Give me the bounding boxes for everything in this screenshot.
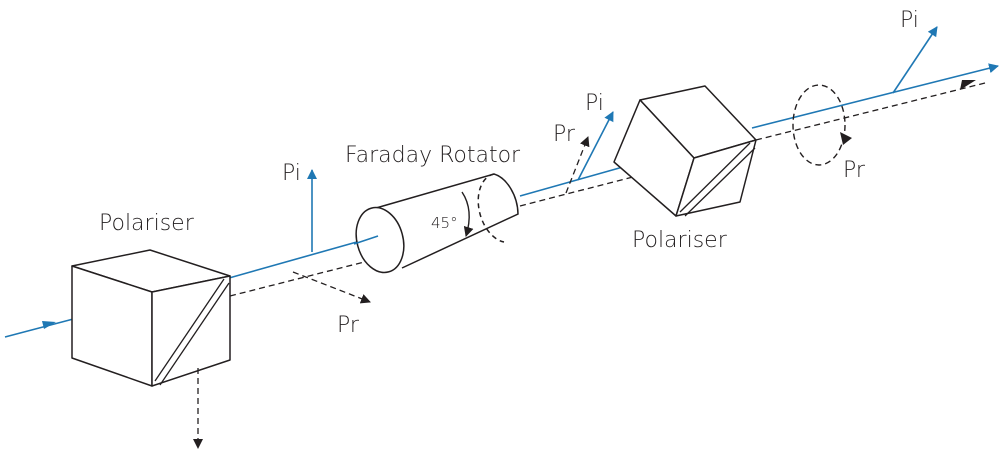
pr-right-label: Pr (843, 158, 866, 183)
forward-beam-left-segment (221, 235, 379, 281)
faraday-rotator-back-face-hidden (477, 173, 505, 243)
polariser-left-label: Polariser (99, 211, 195, 236)
pi-right-label: Pi (900, 8, 919, 33)
forward-beam-output-segment (751, 63, 999, 129)
forward-beam-input-arrow (42, 321, 56, 329)
backward-beam (229, 82, 986, 297)
polariser-right-splitting-plane (679, 142, 756, 217)
pr-left-arrow (292, 271, 371, 304)
backward-beam-left-segment (229, 257, 381, 297)
pr-middle-arrow (565, 136, 590, 194)
faraday-rotator-label: Faraday Rotator (345, 143, 521, 168)
polariser-right-cube (613, 85, 757, 217)
angle-label: 45° (431, 214, 458, 232)
polariser-left-side-face (151, 275, 231, 387)
pr-left-label: Pr (337, 313, 360, 338)
pi-right-arrow (892, 26, 938, 94)
faraday-rotator-body (375, 173, 519, 269)
faraday-rotator (355, 173, 519, 274)
rotation-ellipse-right (792, 84, 846, 166)
pr-middle-label: Pr (553, 122, 576, 147)
faraday-rotator-beam-inside (353, 235, 379, 245)
polariser-right-label: Polariser (632, 228, 728, 253)
backward-beam-right-segment (755, 82, 986, 141)
polariser-left-splitting-plane (154, 278, 230, 386)
polariser-left-cube (71, 249, 231, 387)
pi-middle-label: Pi (585, 91, 604, 116)
rotation-arrow-45 (461, 191, 474, 237)
rotation-ellipse-arrow (840, 132, 852, 145)
faraday-rotator-front-face (355, 206, 405, 274)
pi-left-label: Pi (282, 161, 301, 186)
backward-beam-arrow (960, 80, 976, 90)
pi-middle-arrow (577, 111, 614, 181)
